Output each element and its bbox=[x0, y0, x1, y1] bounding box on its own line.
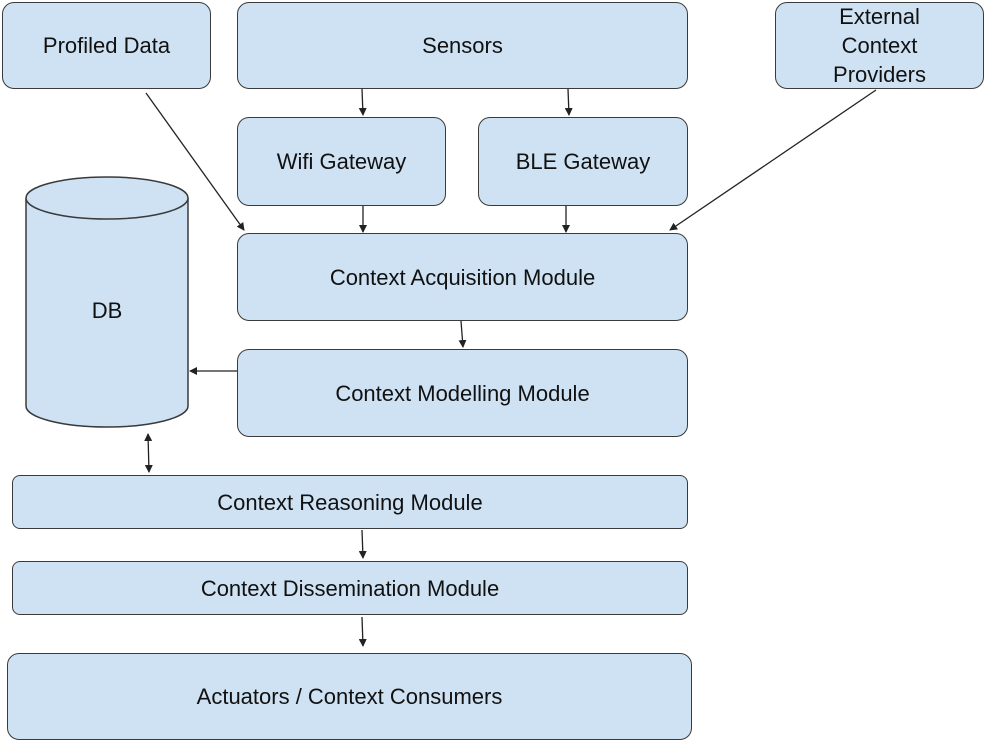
context-reasoning-module-node: Context Reasoning Module bbox=[12, 475, 688, 529]
actuators-context-consumers-node: Actuators / Context Consumers bbox=[7, 653, 692, 740]
arrow-sensors-to-wifi-gateway bbox=[358, 88, 367, 116]
sensors-node: Sensors bbox=[237, 2, 688, 89]
arrow-external-providers-to-acquisition bbox=[669, 89, 877, 231]
context-modelling-module-node: Context Modelling Module bbox=[237, 349, 688, 437]
arrow-dissemination-to-actuators bbox=[358, 616, 367, 647]
ble-gateway-node: BLE Gateway bbox=[478, 117, 688, 206]
arrow-sensors-to-ble-gateway bbox=[564, 88, 573, 116]
arrow-profiled-data-to-acquisition bbox=[145, 92, 245, 231]
external-context-providers-node: External Context Providers bbox=[775, 2, 984, 89]
profiled-data-node: Profiled Data bbox=[2, 2, 211, 89]
context-acquisition-module-node: Context Acquisition Module bbox=[237, 233, 688, 321]
db-cylinder-body bbox=[25, 198, 189, 428]
arrow-db-reasoning-bidirectional bbox=[144, 433, 153, 473]
wifi-gateway-node: Wifi Gateway bbox=[237, 117, 446, 206]
db-label: DB bbox=[91, 298, 123, 323]
arrow-acquisition-to-modelling bbox=[458, 320, 467, 348]
context-dissemination-module-node: Context Dissemination Module bbox=[12, 561, 688, 615]
arrow-reasoning-to-dissemination bbox=[358, 529, 367, 559]
db-cylinder-top bbox=[25, 176, 189, 220]
db-cylinder bbox=[25, 176, 189, 428]
